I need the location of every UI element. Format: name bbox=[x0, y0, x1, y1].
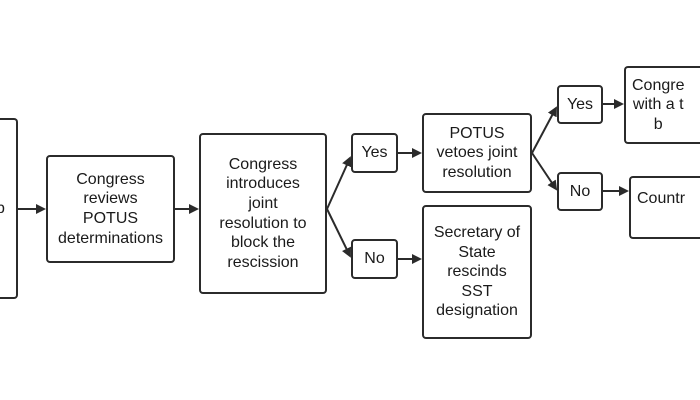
node-congress-introduces: Congress introduces joint resolution to … bbox=[199, 133, 327, 294]
arrow-vetoes-to-yes bbox=[531, 106, 557, 154]
node-no-1: No bbox=[351, 239, 398, 279]
node-congress-override: Congre with a t b bbox=[624, 66, 700, 144]
node-yes-2: Yes bbox=[557, 85, 603, 124]
node-country-remains: Countr bbox=[629, 176, 700, 239]
cut-off-node-left: p bbox=[0, 118, 18, 299]
node-potus-vetoes: POTUS vetoes joint resolution bbox=[422, 113, 532, 193]
node-secretary-rescinds: Secretary of State rescinds SST designat… bbox=[422, 205, 532, 339]
arrow-introduces-to-no bbox=[326, 208, 351, 258]
node-no-2: No bbox=[557, 172, 603, 211]
arrow-introduces-to-yes bbox=[326, 156, 352, 210]
node-congress-reviews: Congress reviews POTUS determinations bbox=[46, 155, 175, 263]
node-yes-1: Yes bbox=[351, 133, 398, 173]
arrow-vetoes-to-no bbox=[531, 152, 558, 191]
